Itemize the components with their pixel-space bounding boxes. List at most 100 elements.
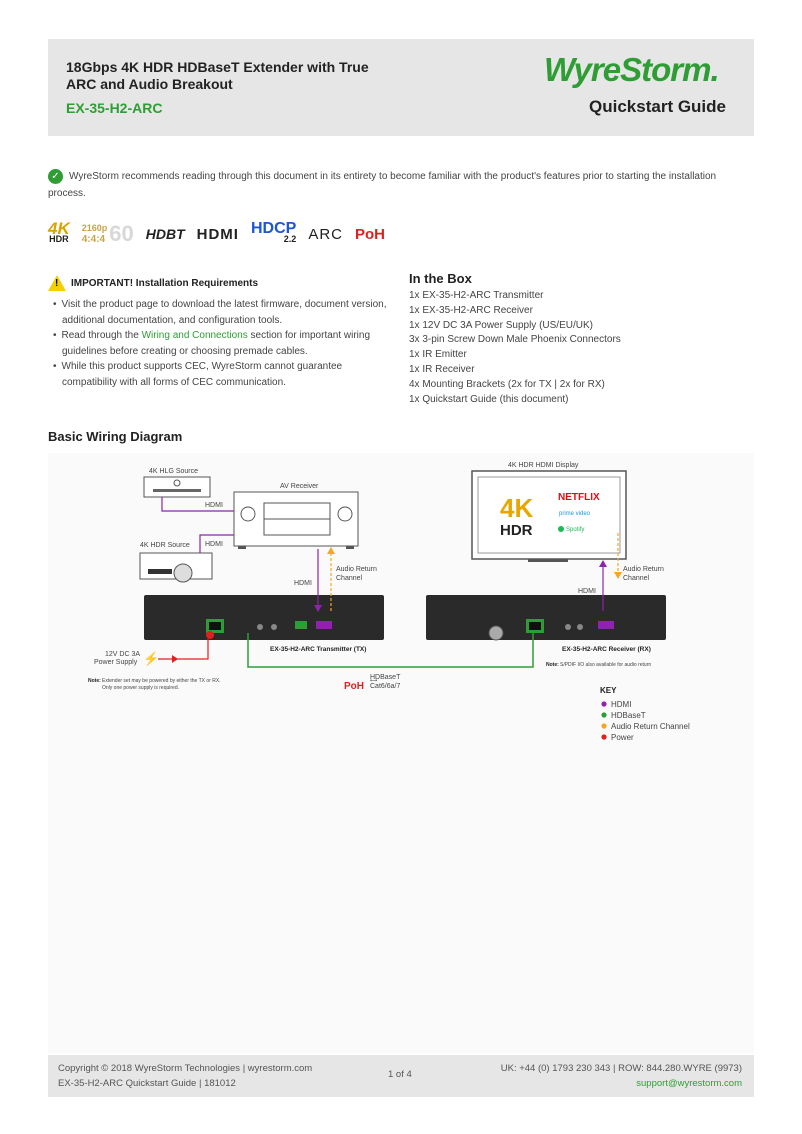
badge-2160p: 2160p 4:4:4 60 xyxy=(82,221,134,247)
important-item-text: Read through the xyxy=(61,330,139,341)
double-arrow-icon: ⟷ xyxy=(370,678,377,684)
badge-hdcp-text: HDCP xyxy=(250,220,297,237)
wiring-diagram-title: Basic Wiring Diagram xyxy=(48,429,183,444)
important-item: While this product supports CEC, WyreSto… xyxy=(48,359,393,390)
av-receiver-label: AV Receiver xyxy=(280,483,319,490)
psu-label: Power Supply xyxy=(94,659,138,666)
hdbaset-label: HDBaseT xyxy=(370,674,401,681)
badge-poh: PoH xyxy=(354,225,385,243)
badge-hdbaset: HDBT xyxy=(145,226,185,242)
screen-4k-text: 4K xyxy=(500,493,533,523)
box-item: 4x Mounting Brackets (2x for TX | 2x for… xyxy=(409,378,605,390)
support-email-link[interactable]: support@wyrestorm.com xyxy=(636,1078,742,1089)
key-item: Audio Return Channel xyxy=(611,722,690,731)
hdmi-label: HDMI xyxy=(205,502,223,509)
poh-logo: PoH xyxy=(344,681,364,692)
arrow-icon xyxy=(314,605,322,612)
hdmi-line-hlg xyxy=(161,497,234,512)
footer-doc: EX-35-H2-ARC Quickstart Guide | 181012 xyxy=(58,1078,236,1089)
box-item: 1x Quickstart Guide (this document) xyxy=(409,393,569,405)
key-dot-power xyxy=(601,734,607,740)
badge-arc: ARC xyxy=(308,225,343,243)
important-item: Read through the Wiring and Connections … xyxy=(48,328,393,359)
footer-phone: UK: +44 (0) 1793 230 343 | ROW: 844.280.… xyxy=(500,1063,742,1074)
av-receiver-device xyxy=(233,491,359,549)
key-title: KEY xyxy=(600,686,617,695)
badge-chroma-text: 4:4:4 xyxy=(81,234,106,245)
prime-video-text: prime video xyxy=(559,511,591,517)
in-the-box-section: In the Box 1x EX-35-H2-ARC Transmitter 1… xyxy=(409,271,754,407)
key-item: HDBaseT xyxy=(611,711,646,720)
tx-label: EX-35-H2-ARC Transmitter (TX) xyxy=(270,646,366,653)
note-bold: Note: xyxy=(88,678,101,684)
display-label: 4K HDR HDMI Display xyxy=(508,462,579,469)
badge-4k-hdr: 4K HDR xyxy=(48,219,70,245)
warning-icon: ! xyxy=(48,275,66,291)
power-line xyxy=(158,639,209,660)
badge-hdmi: HDMI xyxy=(196,225,239,243)
spotify-icon xyxy=(558,526,564,532)
rx-note-bold: Note: xyxy=(546,662,559,668)
key-dot-hdbaset xyxy=(601,712,607,718)
in-the-box-title: In the Box xyxy=(409,271,472,286)
important-item-text: section for important wiring guidelines … xyxy=(62,330,371,357)
psu-label: 12V DC 3A xyxy=(105,651,140,658)
arc-label: Channel xyxy=(623,575,650,582)
key-dot-arc xyxy=(601,723,607,729)
spotify-text: Spotify xyxy=(566,527,584,533)
arc-label: Audio Return xyxy=(623,566,664,573)
box-item: 1x 12V DC 3A Power Supply (US/EU/UK) xyxy=(409,319,593,331)
box-item: 1x IR Receiver xyxy=(409,363,475,375)
badge-hdcp-ver: 2.2 xyxy=(283,234,297,244)
rx-label: EX-35-H2-ARC Receiver (RX) xyxy=(562,646,651,653)
hdr-source-device xyxy=(139,552,213,583)
netflix-text: NETFLIX xyxy=(558,492,600,503)
guide-title: Quickstart Guide xyxy=(589,97,726,116)
hlg-source-label: 4K HLG Source xyxy=(149,468,198,475)
hdr-display-device: 4K HDR NETFLIX prime video Spotify xyxy=(471,470,627,562)
rx-note-text: S/PDIF I/O also available for audio retu… xyxy=(560,662,651,668)
product-title: 18Gbps 4K HDR HDBaseT Extender with True… xyxy=(66,59,369,92)
header-banner: 18Gbps 4K HDR HDBaseT Extender with True… xyxy=(48,39,754,136)
badge-hdr-text: HDR xyxy=(49,234,69,244)
arc-label: Audio Return xyxy=(336,566,377,573)
key-dot-hdmi xyxy=(601,701,607,707)
important-section: ! IMPORTANT! Installation Requirements V… xyxy=(48,275,393,390)
hdbaset-line xyxy=(247,633,534,668)
important-title: IMPORTANT! Installation Requirements xyxy=(71,277,259,289)
key-item: Power xyxy=(611,733,634,742)
lightbulb-icon: ✓ xyxy=(48,168,63,184)
box-item: 1x EX-35-H2-ARC Receiver xyxy=(409,304,533,316)
box-item: 1x EX-35-H2-ARC Transmitter xyxy=(409,290,544,301)
receiver-device xyxy=(426,595,666,641)
footer: Copyright © 2018 WyreStorm Technologies … xyxy=(48,1055,754,1097)
wyrestorm-logo: WyreStorm. xyxy=(544,51,720,88)
screen-hdr-text: HDR xyxy=(500,522,533,539)
intro-text: WyreStorm recommends reading through thi… xyxy=(48,171,717,199)
feature-badges: 4K HDR 2160p 4:4:4 60 HDBT HDMI HDCP 2.2… xyxy=(48,220,385,248)
important-item: Visit the product page to download the l… xyxy=(48,297,393,328)
note-text: Only one power supply is required. xyxy=(102,685,179,691)
hdmi-line-hdr xyxy=(199,534,234,553)
hdmi-label: HDMI xyxy=(294,580,312,587)
hdr-source-label: 4K HDR Source xyxy=(140,542,190,549)
badge-4k-text: 4K xyxy=(48,219,70,238)
arrow-icon xyxy=(599,560,607,567)
intro-paragraph: ✓WyreStorm recommends reading through th… xyxy=(48,168,728,202)
key-item: HDMI xyxy=(611,700,631,709)
hdmi-label: HDMI xyxy=(205,541,223,548)
arrow-icon xyxy=(172,655,178,663)
badge-hdcp: HDCP 2.2 xyxy=(250,220,297,245)
note-text: Extender set may be powered by either th… xyxy=(102,678,221,684)
hdmi-label: HDMI xyxy=(578,588,596,595)
cat-label: Cat6/6a/7 xyxy=(370,683,400,690)
model-number: EX-35-H2-ARC xyxy=(66,100,163,116)
power-plug-icon: ⚡ xyxy=(143,651,159,667)
badge-res-text: 2160p xyxy=(81,223,108,233)
box-item: 3x 3-pin Screw Down Male Phoenix Connect… xyxy=(409,334,621,346)
wiring-diagram: 4K HLG Source 4K HDR Source AV Receiver … xyxy=(48,453,754,1053)
arrow-icon xyxy=(327,547,335,554)
badge-fps-text: 60 xyxy=(109,221,134,246)
wiring-link[interactable]: Wiring and Connections xyxy=(141,330,248,341)
footer-copyright: Copyright © 2018 WyreStorm Technologies … xyxy=(58,1063,313,1074)
